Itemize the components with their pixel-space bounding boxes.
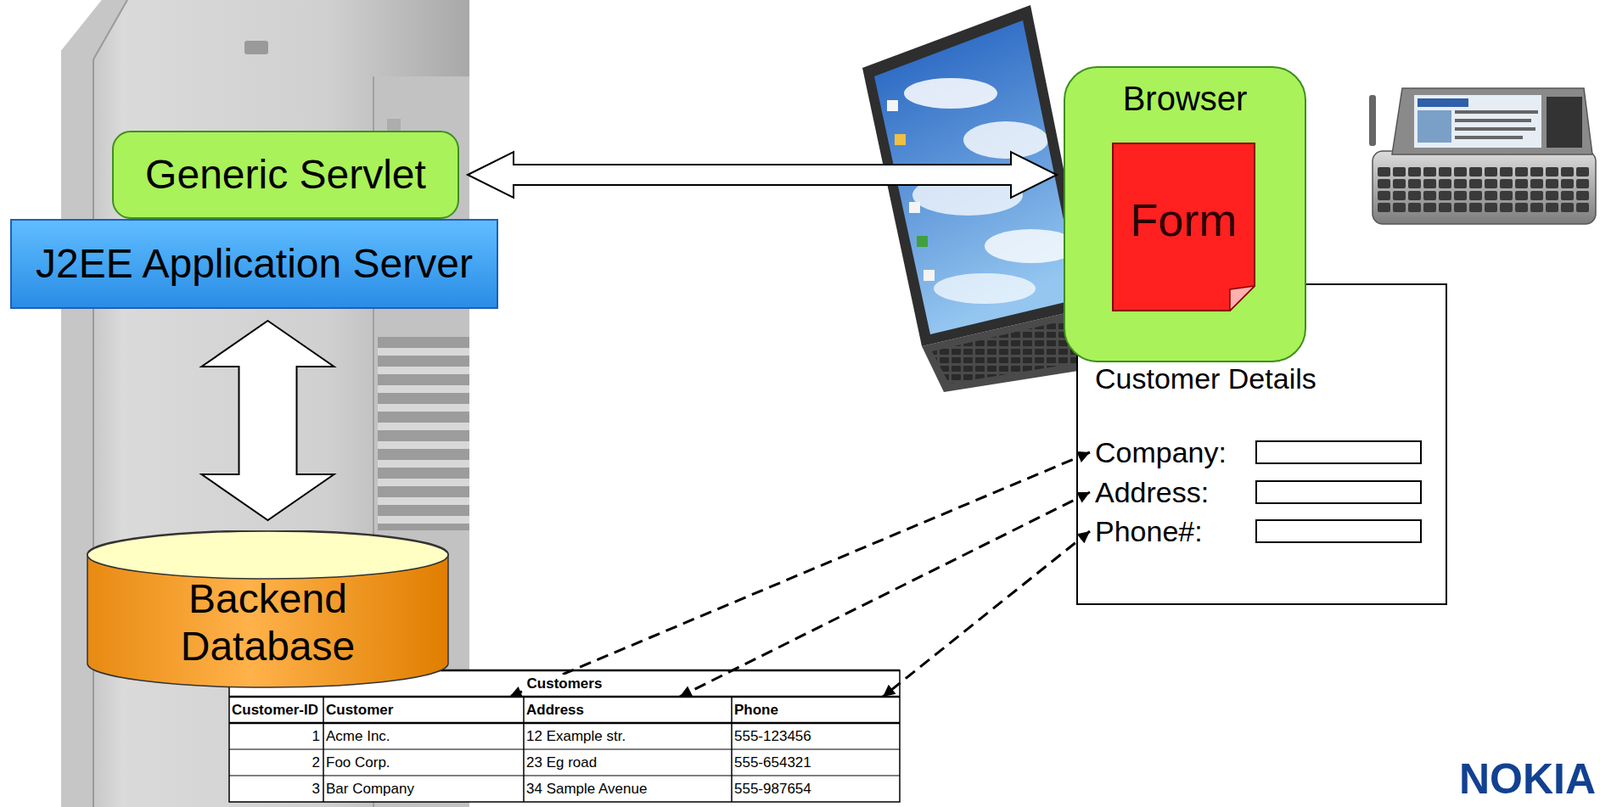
document-body (1112, 143, 1255, 311)
phone-illustration-part (1417, 98, 1469, 107)
table-grid-part (229, 775, 900, 777)
laptop-illustration-part (894, 134, 906, 146)
input-field (1255, 480, 1422, 505)
app-server-band: J2EE Application Server (10, 218, 499, 309)
cylinder-top (87, 531, 449, 579)
laptop-illustration-part (887, 100, 899, 112)
table-cell: 34 Sample Avenue (523, 775, 732, 803)
table-cell: Foo Corp. (323, 749, 524, 776)
phone-illustration-part (1376, 166, 1591, 214)
table-grid-part (229, 722, 900, 725)
table-header-cell: Phone (731, 696, 900, 724)
table-grid-part (229, 670, 900, 803)
block-arrow (202, 320, 335, 521)
table-grid-part (229, 696, 900, 699)
phone-illustration (1369, 88, 1596, 225)
node-text: Customer (325, 701, 393, 719)
node-text: Address (526, 701, 584, 719)
phone-illustration-part (1414, 95, 1542, 148)
node-text: J2EE Application Server (35, 240, 473, 288)
server-illustration-part (93, 0, 128, 60)
laptop-illustration-part (909, 202, 921, 214)
table-cell: 555-987654 (731, 775, 900, 803)
phone-illustration-part (1454, 135, 1523, 140)
logo-text: NOKIA (1434, 757, 1596, 802)
laptop-illustration-part (923, 269, 935, 281)
laptop-illustration-part (916, 235, 928, 248)
block-arrow (467, 151, 1057, 198)
node-text: Customer Details (1094, 361, 1317, 396)
table-cell: 3 (229, 775, 324, 803)
node-text: Address: (1094, 475, 1209, 510)
dashed-arrow (509, 452, 1090, 697)
node-text: Customer-ID (231, 701, 319, 719)
table-grid-part (229, 749, 900, 751)
laptop-illustration-part-part (933, 273, 1036, 304)
phone-illustration-part (1417, 110, 1452, 143)
document-fold (1229, 286, 1255, 311)
table-grid-part (730, 696, 733, 803)
table-cell: 12 Example str. (523, 723, 732, 750)
table-grid (229, 670, 900, 803)
table-cell: 2 (229, 749, 324, 776)
laptop-illustration-part (903, 78, 1078, 304)
table-cell: Acme Inc. (323, 723, 524, 750)
node-text: Backend Database (157, 575, 379, 671)
server-illustration-part (61, 0, 128, 807)
laptop-illustration-part-part (963, 121, 1049, 159)
laptop-illustration-part-part (903, 78, 998, 109)
server-illustration-part (244, 40, 269, 55)
phone-illustration-part (1454, 127, 1536, 131)
dashed-arrow (679, 492, 1090, 697)
node-text: Form (1130, 193, 1238, 247)
node-text: Phone (734, 701, 779, 719)
table-cell: 555-123456 (731, 723, 900, 750)
browser-box: BrowserForm (1063, 66, 1307, 363)
phone-illustration-part (1454, 110, 1539, 114)
table-header-cell: Customer (323, 696, 524, 724)
table-grid-part (322, 696, 325, 803)
phone-illustration-part (1372, 151, 1596, 225)
phone-illustration-part (1369, 95, 1376, 146)
node-text: Generic Servlet (145, 151, 427, 199)
database-cylinder: Backend Database (86, 530, 450, 689)
table-cell: Bar Company (323, 775, 524, 803)
table-header-cell: Address (523, 696, 732, 724)
input-field (1255, 519, 1422, 544)
node-text: Customers (523, 674, 607, 693)
node-text: Phone#: (1094, 514, 1203, 549)
node-text: Company: (1094, 435, 1227, 470)
phone-illustration-part (1546, 96, 1583, 148)
server-illustration-part (92, 59, 95, 807)
table-cell: 23 Eg road (523, 749, 732, 776)
table-grid-part (522, 696, 525, 803)
input-field (1255, 440, 1422, 465)
server-illustration-part (377, 336, 470, 531)
form-field: Company: (1089, 435, 1426, 470)
phone-illustration-part (1392, 88, 1593, 155)
dashed-arrow (882, 531, 1090, 697)
form-document: Form (1111, 142, 1256, 312)
table-cell: 555-654321 (731, 749, 900, 776)
servlet-box: Generic Servlet (112, 130, 460, 219)
form-field: Address: (1089, 475, 1426, 510)
table-header-cell: Customer-ID (229, 696, 324, 724)
node-text: Browser (1122, 78, 1248, 119)
cylinder-body (87, 530, 449, 688)
table-cell: 1 (229, 723, 324, 750)
phone-illustration-part (1454, 118, 1532, 123)
form-field: Phone#: (1089, 514, 1426, 549)
